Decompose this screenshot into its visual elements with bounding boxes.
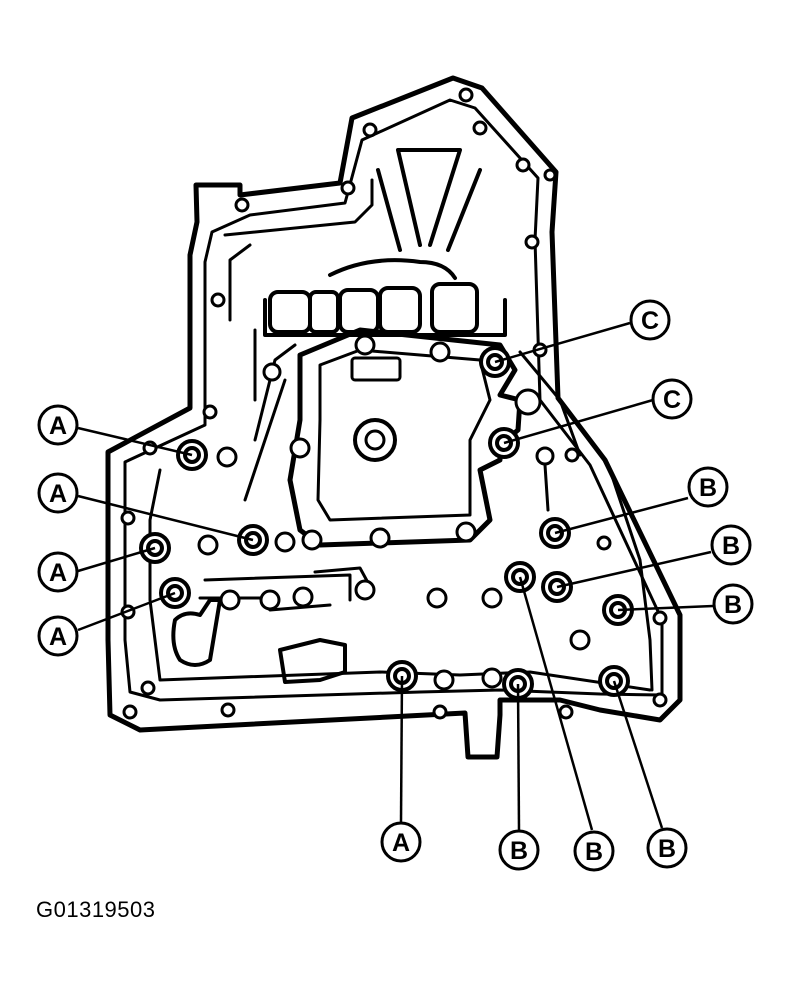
separator-plate-inner	[316, 348, 492, 522]
callout-label: A	[49, 623, 67, 651]
valve-body-inner-outline	[123, 98, 664, 702]
callout-label: C	[663, 386, 681, 414]
callout-b2: B	[710, 524, 752, 566]
upper-strut	[376, 148, 482, 252]
left-channel	[243, 343, 297, 502]
callout-b5: B	[573, 830, 615, 872]
callout-a3: A	[37, 551, 79, 593]
callout-a2: A	[37, 472, 79, 514]
bolt-a1	[176, 439, 208, 471]
callout-label: B	[658, 835, 676, 863]
port-holes	[120, 87, 668, 720]
callout-a1: A	[37, 404, 79, 446]
callout-a5: A	[380, 821, 422, 863]
port-slot	[350, 356, 402, 382]
callout-a4: A	[37, 615, 79, 657]
callout-label: B	[722, 532, 740, 560]
upper-channel	[223, 178, 374, 402]
accumulator-fitting	[171, 598, 222, 667]
center-port-inner	[364, 429, 386, 451]
callout-c2: C	[651, 378, 693, 420]
callout-label: B	[699, 474, 717, 502]
valve-spool	[278, 638, 347, 684]
callout-label: A	[49, 559, 67, 587]
center-port	[353, 418, 397, 462]
callout-label: A	[49, 412, 67, 440]
callout-b6: B	[646, 827, 688, 869]
callouts: C C A A A A B B B A B B B	[37, 299, 754, 872]
leader-lines	[77, 321, 714, 831]
bolt-c1	[479, 346, 511, 378]
callout-b1: B	[687, 466, 729, 508]
callout-label: A	[392, 829, 410, 857]
figure-code: G01319503	[36, 897, 156, 922]
callout-label: B	[585, 838, 603, 866]
callout-label: B	[510, 837, 528, 865]
bolt-b6	[598, 665, 630, 697]
callout-c1: C	[629, 299, 671, 341]
callout-b3: B	[712, 583, 754, 625]
solenoid-block	[263, 258, 507, 337]
callout-label: C	[641, 307, 659, 335]
callout-b4: B	[498, 829, 540, 871]
callout-label: A	[49, 480, 67, 508]
valve-body-outline	[105, 75, 683, 760]
callout-label: B	[724, 591, 742, 619]
bolt-b1	[539, 517, 571, 549]
